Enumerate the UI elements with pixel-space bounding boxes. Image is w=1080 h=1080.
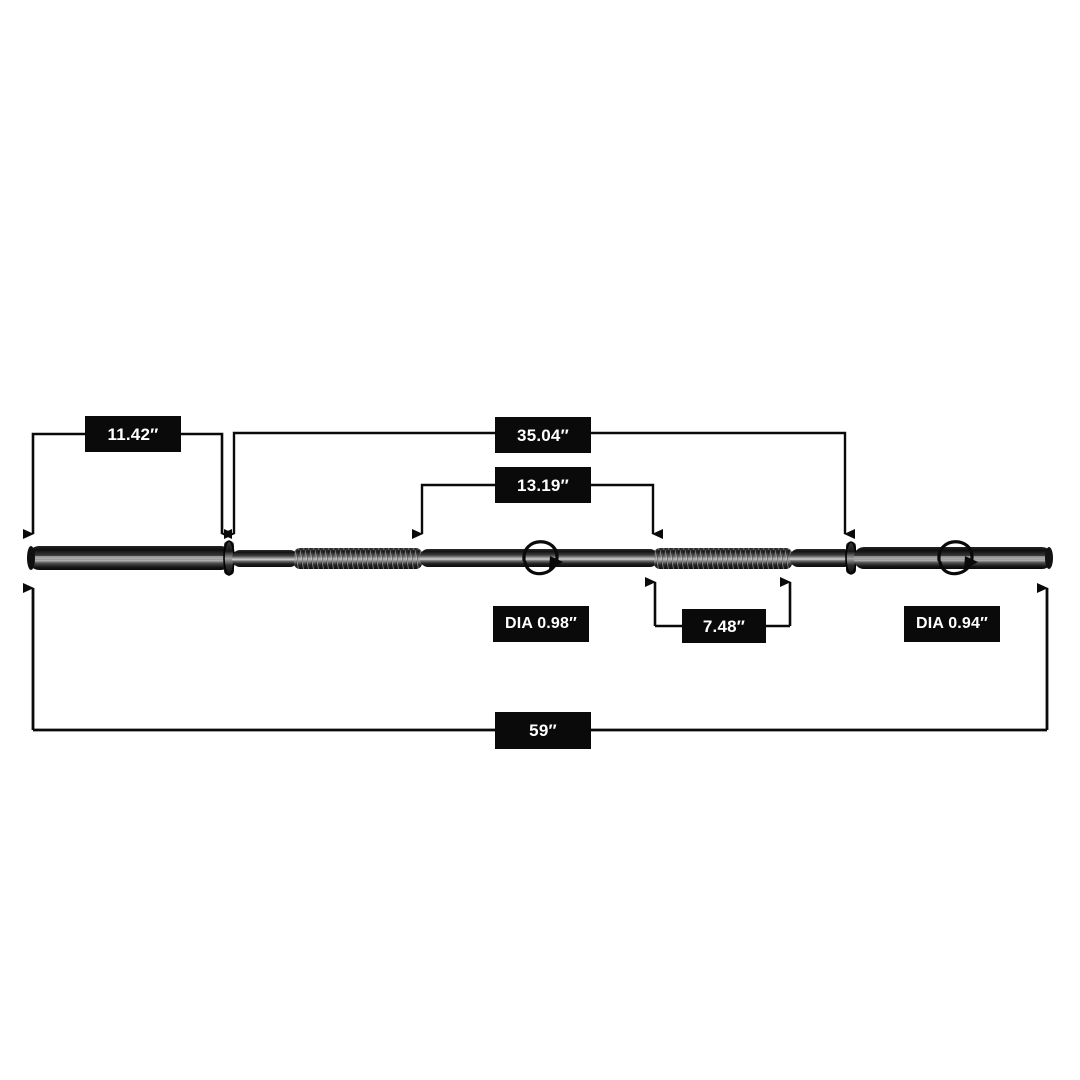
shaft-segment-left <box>232 550 298 567</box>
center-knurl-band <box>654 548 792 569</box>
dimension-value-11-42: 11.42″ <box>107 424 159 444</box>
diameter-indicator-094 <box>937 540 978 576</box>
dimension-value-35-04: 35.04″ <box>517 425 569 445</box>
dimension-value-13-19: 13.19″ <box>517 475 569 495</box>
dimension-label-35-04: 35.04″ <box>495 417 591 453</box>
leader-59 <box>23 583 1049 732</box>
leader-13-19 <box>412 483 663 539</box>
dimension-value-59: 59″ <box>529 721 557 740</box>
shaft-segment-right <box>790 549 852 567</box>
left-knurl-band <box>294 548 422 569</box>
dimension-label-dia-0-94: DIA 0.94″ <box>904 606 1000 642</box>
dimension-value-dia-0-98: DIA 0.98″ <box>504 615 577 632</box>
diameter-indicator-098 <box>522 540 563 576</box>
dimension-label-59: 59″ <box>495 712 591 749</box>
dimension-value-dia-0-94: DIA 0.94″ <box>915 615 988 632</box>
barbell-illustration <box>27 540 1053 576</box>
dimension-label-7-48: 7.48″ <box>682 609 766 643</box>
leader-35-04 <box>224 431 855 539</box>
dimension-label-11-42: 11.42″ <box>85 416 181 452</box>
center-shaft <box>420 549 658 567</box>
dimension-value-7-48: 7.48″ <box>702 616 746 636</box>
leader-11-42 <box>23 432 232 539</box>
dimension-label-dia-0-98: DIA 0.98″ <box>493 606 589 642</box>
leader-7-48 <box>645 577 792 628</box>
right-sleeve <box>854 547 1053 569</box>
left-sleeve <box>27 546 232 570</box>
dimension-label-13-19: 13.19″ <box>495 467 591 503</box>
